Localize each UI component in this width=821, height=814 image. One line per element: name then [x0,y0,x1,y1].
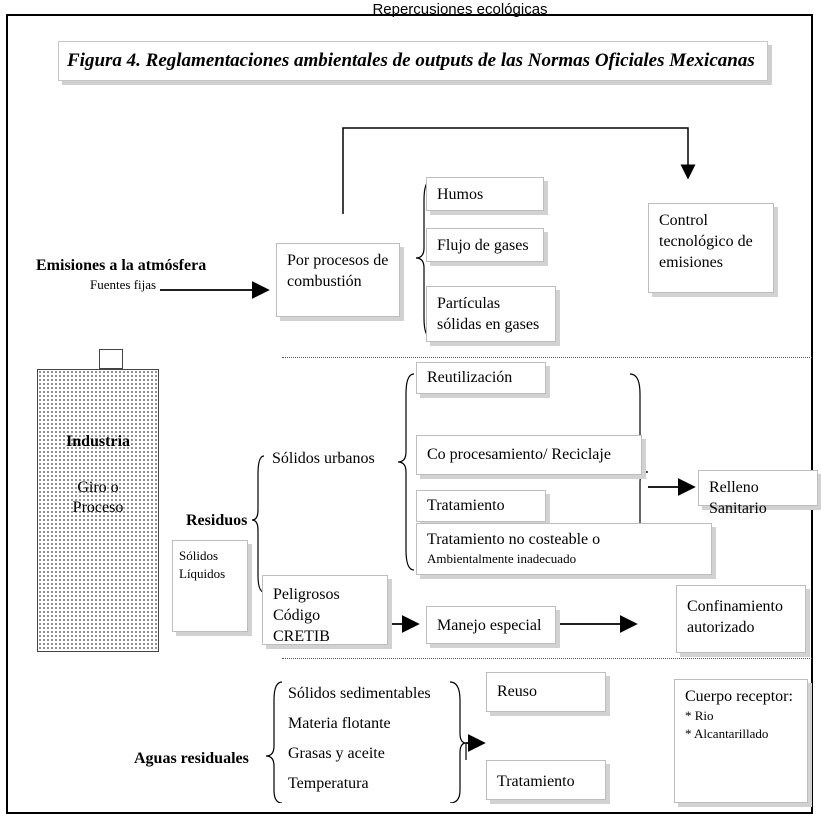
no-costeable-box: Tratamiento no costeable o Ambientalment… [416,523,712,575]
reutilizacion-box: Reutilización [416,362,546,394]
aguas-item-3: Grasas y aceite [288,745,385,762]
aguas-item-2: Materia flotante [288,715,391,732]
reciclaje-box: Co procesamiento/ Reciclaje [416,435,642,475]
control-box: Control tecnológico de emisiones [648,203,774,293]
combustion-box: Por procesos de combustión [276,243,400,317]
divider-residuos [282,357,812,358]
residuos-heading: Residuos [186,512,248,529]
emisiones-heading: Emisiones a la atmósfera [36,257,207,274]
cretib-label: Código CRETIB [273,607,330,645]
tratamiento-box: Tratamiento [416,490,546,522]
divider-aguas [282,658,812,659]
aguas-item-4: Temperatura [288,775,369,792]
confinamiento-box: Confinamiento autorizado [676,585,806,653]
humos-box: Humos [426,177,544,211]
industria-sub: Giro o Proceso [72,479,124,516]
aguas-heading: Aguas residuales [134,750,249,767]
chimney [99,349,123,369]
figure-caption: Repercusiones ecológicas [372,1,548,18]
peligrosos-box: Peligrosos Código CRETIB [262,575,388,645]
no-costeable-line2: Ambientalmente inadecuado [427,551,577,566]
residuos-types-box: Sólidos Líquidos [172,540,248,632]
receptor-item-rio: * Rio [685,708,714,723]
reuso-box: Reuso [486,672,606,712]
gases-box: Flujo de gases [426,228,544,262]
receptor-title: Cuerpo receptor: [685,688,793,705]
receptor-item-alcantarillado: * Alcantarillado [685,726,769,741]
industria-heading: Industria [65,433,131,450]
receptor-box: Cuerpo receptor: * Rio * Alcantarillado [674,679,808,803]
manejo-box: Manejo especial [426,606,556,644]
no-costeable-line1: Tratamiento no costeable o [427,531,601,548]
solidos-urbanos-label: Sólidos urbanos [272,450,375,467]
figure-title: Figura 4. Reglamentaciones ambientales d… [58,41,768,81]
aguas-item-1: Sólidos sedimentables [288,685,431,702]
peligrosos-label: Peligrosos [273,586,340,603]
industria-block: Industria Giro o Proceso [37,369,159,652]
emisiones-sub: Fuentes fijas [90,277,157,292]
particulas-box: Partículas sólidas en gases [426,286,556,342]
relleno-box: Relleno Sanitario [698,470,818,517]
tratamiento-aguas-box: Tratamiento [486,760,606,800]
